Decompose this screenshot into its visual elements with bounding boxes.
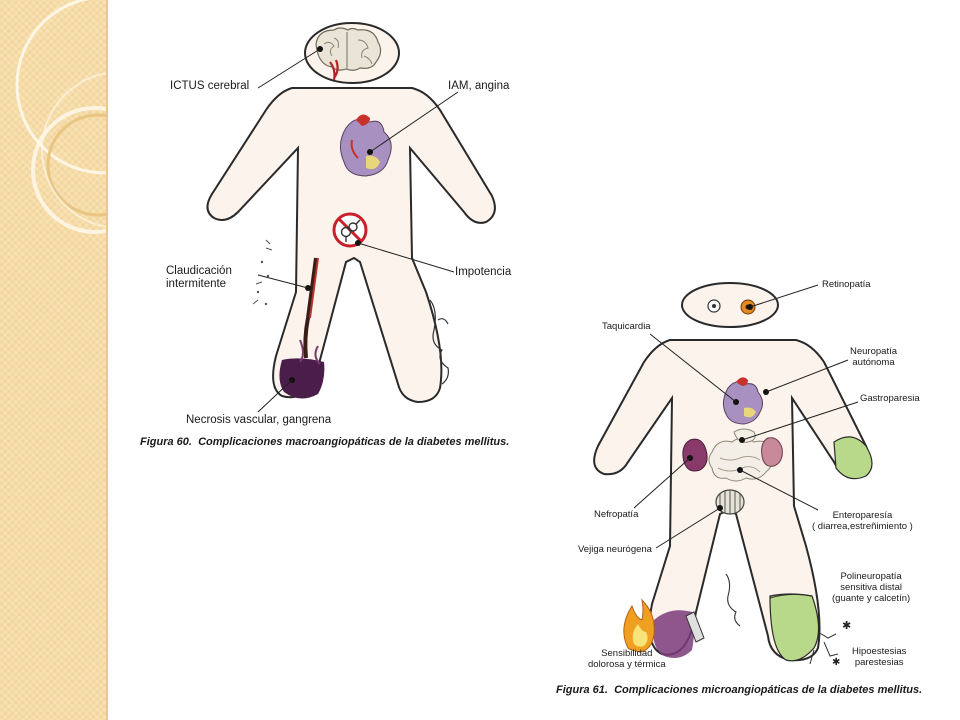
- svg-text:✱: ✱: [832, 657, 840, 668]
- label-vejiga-text: Vejiga neurógena: [578, 544, 652, 555]
- label-gastroparesia-text: Gastroparesia: [860, 393, 920, 404]
- label-enteroparesia: Enteroparesía ( diarrea,estreñimiento ): [812, 510, 913, 532]
- fig61-head: [681, 282, 779, 328]
- label-iam-text: IAM, angina: [448, 80, 510, 92]
- label-hipoestesias: Hipoestesias parestesias: [852, 646, 906, 668]
- heart-icon: [722, 377, 764, 425]
- artist-signature: [725, 573, 741, 627]
- impotence-symbol-icon: [332, 212, 368, 248]
- label-enteroparesia-line2: ( diarrea,estreñimiento ): [812, 521, 913, 532]
- artist-signature: [429, 299, 449, 385]
- label-enteroparesia-line1: Enteroparesía: [832, 510, 893, 521]
- label-polineuropatia-line1: Polineuropatía: [840, 571, 902, 582]
- label-impotencia-text: Impotencia: [455, 266, 512, 278]
- decorative-side-band: [0, 0, 108, 720]
- figure-60-drawing: [206, 22, 496, 413]
- label-claudicacion: Claudicación intermitente: [166, 265, 232, 291]
- kidney-right-icon: [761, 437, 783, 467]
- label-ictus-cerebral: ICTUS cerebral: [170, 80, 249, 93]
- brain-icon: [315, 27, 382, 81]
- label-vejiga-neurogena: Vejiga neurógena: [578, 544, 652, 555]
- label-neuropatia-autonoma: Neuropatía autónoma: [850, 346, 897, 368]
- figure-60: ICTUS cerebral IAM, angina Claudicación …: [0, 0, 560, 460]
- label-necrosis: Necrosis vascular, gangrena: [186, 414, 331, 427]
- kidney-left-icon: [682, 438, 708, 472]
- figure-61-number: Figura 61.: [556, 684, 608, 696]
- label-polineuropatia-line3: (guante y calcetín): [832, 593, 911, 604]
- label-necrosis-text: Necrosis vascular, gangrena: [186, 414, 332, 426]
- label-neuropatia-line2: autónoma: [852, 357, 895, 368]
- label-polineuropatia-line2: sensitiva distal: [840, 582, 902, 593]
- label-neuropatia-line1: Neuropatía: [850, 346, 898, 357]
- label-ictus-text: ICTUS cerebral: [170, 80, 250, 92]
- label-taquicardia: Taquicardia: [602, 321, 651, 332]
- intestines-icon: [708, 428, 773, 482]
- label-sensibilidad: Sensibilidad dolorosa y térmica: [588, 648, 666, 670]
- glove-hand-icon: [833, 436, 873, 480]
- figure-60-caption: Figura 60. Complicaciones macroangiopáti…: [140, 436, 509, 448]
- label-sensibilidad-line1: Sensibilidad: [601, 648, 653, 659]
- label-nefropatia: Nefropatía: [594, 509, 638, 520]
- label-hipoestesias-line1: Hipoestesias: [852, 646, 907, 657]
- label-gastroparesia: Gastroparesia: [860, 393, 920, 404]
- figure-61-caption-text: Complicaciones microangiopáticas de la d…: [614, 684, 923, 696]
- label-polineuropatia: Polineuropatía sensitiva distal (guante …: [832, 571, 910, 604]
- painful-foot-icon: [653, 610, 694, 658]
- label-impotencia: Impotencia: [455, 266, 511, 279]
- label-claudicacion-line1: Claudicación: [166, 265, 232, 277]
- label-nefropatia-text: Nefropatía: [594, 509, 639, 520]
- label-iam-angina: IAM, angina: [448, 80, 509, 93]
- figure-60-number: Figura 60.: [140, 436, 192, 448]
- heart-icon: [340, 114, 392, 177]
- gangrene-foot-icon: [279, 358, 325, 399]
- figure-60-caption-text: Complicaciones macroangiopáticas de la d…: [198, 436, 510, 448]
- label-retinopatia-text: Retinopatía: [822, 279, 871, 290]
- label-taquicardia-text: Taquicardia: [602, 321, 651, 332]
- needle-icon: [685, 611, 705, 643]
- label-claudicacion-line2: intermitente: [166, 278, 227, 290]
- label-hipoestesias-line2: parestesias: [854, 657, 904, 668]
- figure-61-caption: Figura 61. Complicaciones microangiopáti…: [556, 684, 922, 696]
- decorative-rings: [15, 0, 106, 234]
- label-retinopatia: Retinopatía: [822, 279, 871, 290]
- claudication-vessel-icon: [252, 239, 319, 359]
- flame-icon: [623, 598, 655, 653]
- label-sensibilidad-line2: dolorosa y térmica: [588, 659, 666, 670]
- svg-text:✱: ✱: [842, 619, 851, 632]
